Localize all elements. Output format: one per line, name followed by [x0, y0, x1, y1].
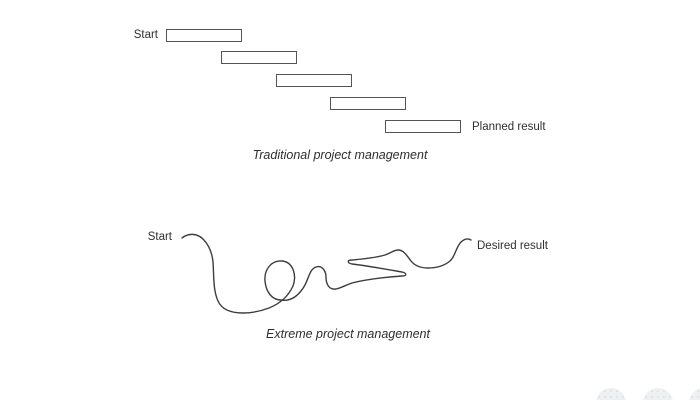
gantt-bar-4 [330, 97, 406, 110]
desired-result-label: Desired result [477, 240, 548, 252]
gantt-bar-5 [385, 120, 461, 133]
gantt-bar-3 [276, 74, 352, 87]
gantt-bar-2 [221, 51, 297, 64]
extreme-caption: Extreme project management [266, 327, 430, 341]
planned-result-label: Planned result [472, 121, 546, 133]
squiggle-path [181, 233, 472, 314]
traditional-start-label: Start [133, 29, 158, 41]
decorative-circle-1 [596, 388, 626, 400]
decorative-circle-3 [689, 388, 700, 400]
traditional-caption: Traditional project management [252, 148, 428, 162]
decorative-circle-2 [643, 388, 673, 400]
extreme-start-label: Start [147, 231, 172, 243]
gantt-bar-1 [166, 29, 242, 42]
